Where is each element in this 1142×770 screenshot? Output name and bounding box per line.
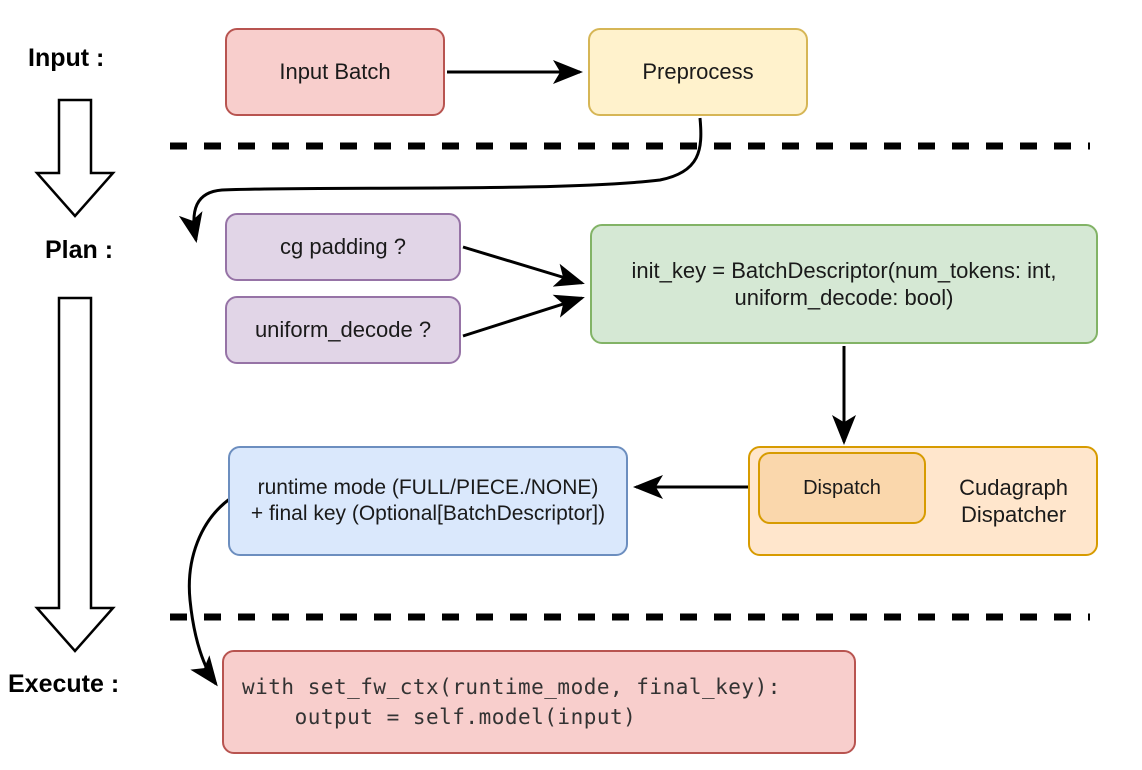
node-dispatch-label: Dispatch <box>803 476 881 499</box>
node-init-key-text: init_key = BatchDescriptor(num_tokens: i… <box>602 257 1086 312</box>
node-input-batch-label: Input Batch <box>279 59 391 85</box>
node-input-batch[interactable]: Input Batch <box>225 28 445 116</box>
node-runtime-mode-line-1: runtime mode (FULL/PIECE./NONE) <box>257 475 599 499</box>
stage-label-execute: Execute : <box>8 670 120 698</box>
node-preprocess-label: Preprocess <box>642 59 754 85</box>
edge-uniform-decode-to-init-key <box>462 294 585 338</box>
edge-cg-padding-to-init-key <box>462 245 585 287</box>
node-cudagraph-dispatcher-line-2: Dispatcher <box>960 502 1067 527</box>
node-runtime-mode-text: runtime mode (FULL/PIECE./NONE) + final … <box>240 475 616 528</box>
node-execute-code-line-1: with set_fw_ctx(runtime_mode, final_key)… <box>242 674 781 699</box>
node-cg-padding-label: cg padding ? <box>280 234 406 260</box>
node-runtime-mode[interactable]: runtime mode (FULL/PIECE./NONE) + final … <box>228 446 628 556</box>
node-init-key-line-1: init_key = BatchDescriptor(num_tokens: i… <box>631 257 1057 283</box>
node-preprocess[interactable]: Preprocess <box>588 28 808 116</box>
node-dispatch[interactable]: Dispatch <box>758 452 926 524</box>
stage-label-input: Input : <box>28 44 105 72</box>
node-uniform-decode[interactable]: uniform_decode ? <box>225 296 461 364</box>
node-cudagraph-dispatcher-text: Cudagraph Dispatcher <box>959 474 1068 529</box>
node-uniform-decode-label: uniform_decode ? <box>254 317 432 343</box>
plan-to-execute-arrow <box>34 296 116 653</box>
node-runtime-mode-line-2: + final key (Optional[BatchDescriptor]) <box>250 502 606 525</box>
node-init-key-line-2: uniform_decode: bool) <box>734 285 954 310</box>
node-cg-padding[interactable]: cg padding ? <box>225 213 461 281</box>
input-to-plan-arrow <box>34 98 116 218</box>
stage-label-plan: Plan : <box>45 236 114 264</box>
node-cudagraph-dispatcher-line-1: Cudagraph <box>959 474 1068 500</box>
node-execute-code-text: with set_fw_ctx(runtime_mode, final_key)… <box>242 672 844 733</box>
node-execute-code[interactable]: with set_fw_ctx(runtime_mode, final_key)… <box>222 650 856 754</box>
node-init-key[interactable]: init_key = BatchDescriptor(num_tokens: i… <box>590 224 1098 344</box>
node-execute-code-line-2: output = self.model(input) <box>242 705 637 729</box>
